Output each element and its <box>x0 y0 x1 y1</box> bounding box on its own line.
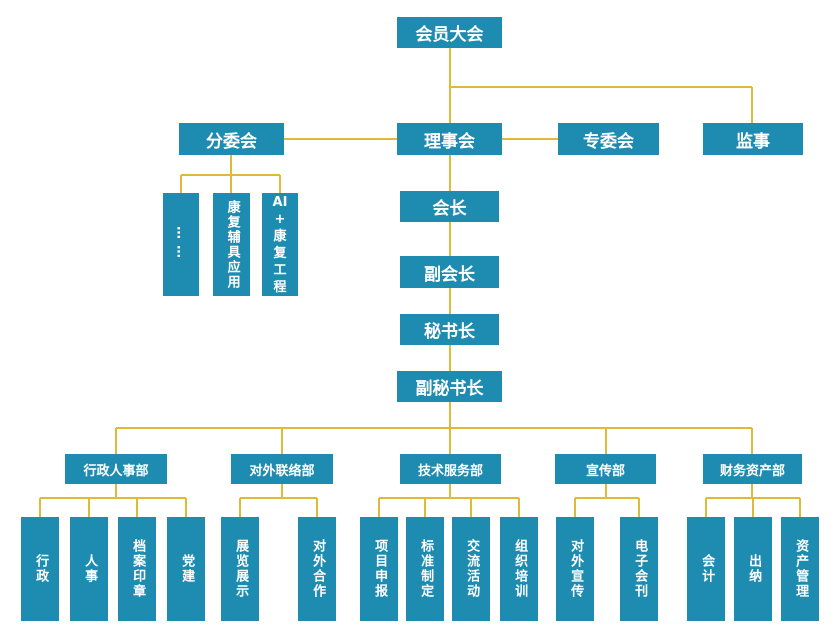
special-committee-box: 专委会 <box>558 123 659 155</box>
general-assembly-box: 会员大会 <box>397 17 502 48</box>
dept-item: 项目申报 <box>360 517 398 621</box>
dept-item: 对外合作 <box>298 517 336 621</box>
dept-item: 会计 <box>687 517 725 621</box>
council-box: 理事会 <box>397 123 502 155</box>
dept-item: 行政 <box>21 517 59 621</box>
dept-admin-hr: 行政人事部 <box>65 454 167 484</box>
vice-president-box: 副会长 <box>400 256 499 288</box>
dept-item: 展览展示 <box>221 517 259 621</box>
dept-item: 对外宣传 <box>556 517 594 621</box>
subcommittee-item-ellipsis: …… <box>163 193 199 296</box>
dept-external-liaison: 对外联络部 <box>231 454 333 484</box>
dept-item: 出纳 <box>734 517 772 621</box>
dept-technical-service: 技术服务部 <box>400 454 501 484</box>
supervisor-box: 监事 <box>703 123 803 155</box>
dept-publicity: 宣传部 <box>555 454 656 484</box>
subcommittee-box: 分委会 <box>179 123 284 155</box>
deputy-secretary-general-box: 副秘书长 <box>397 371 502 402</box>
dept-item: 资产管理 <box>781 517 819 621</box>
dept-item: 标准制定 <box>406 517 444 621</box>
ai-rehab-label: AI+康复工程 <box>272 194 288 295</box>
dept-item: 交流活动 <box>452 517 490 621</box>
subcommittee-item-rehab-aids: 康复辅具应用 <box>213 193 250 296</box>
secretary-general-box: 秘书长 <box>400 314 499 345</box>
president-box: 会长 <box>400 191 499 222</box>
dept-item: 组织培训 <box>500 517 538 621</box>
dept-item: 档案印章 <box>118 517 156 621</box>
dept-item: 电子会刊 <box>620 517 658 621</box>
subcommittee-item-ai-rehab: AI+康复工程 <box>262 193 298 296</box>
dept-finance-assets: 财务资产部 <box>703 454 802 484</box>
dept-item: 人事 <box>70 517 108 621</box>
dept-item: 党建 <box>167 517 205 621</box>
